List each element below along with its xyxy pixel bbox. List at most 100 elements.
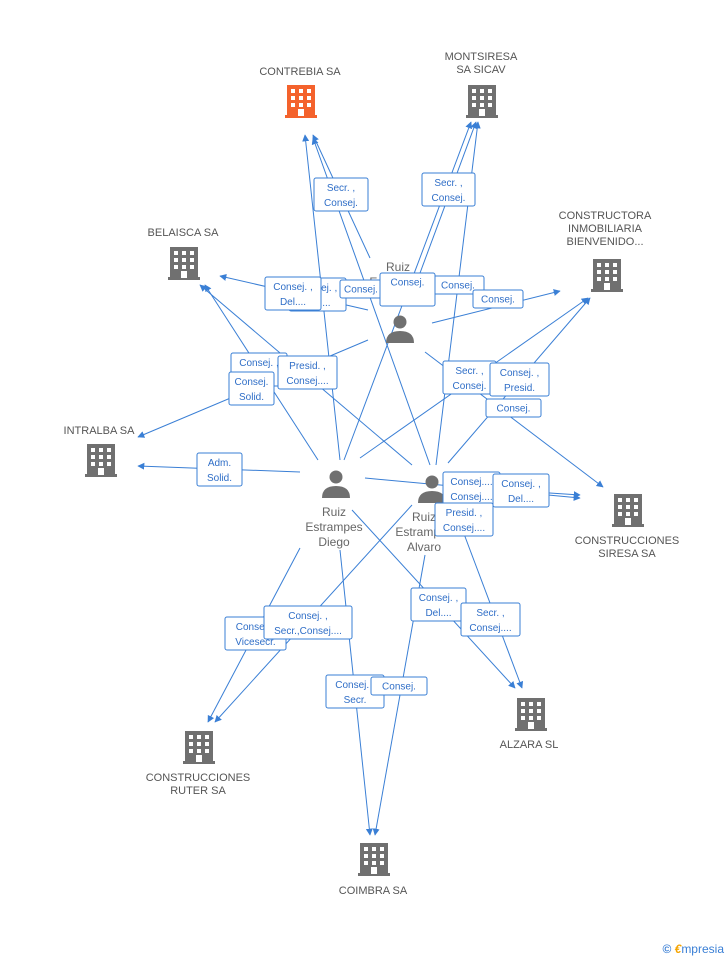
relation-role-text: Secr.,Consej.... <box>274 626 342 637</box>
relation-role-text: Secr. , <box>455 366 483 377</box>
relation-label-box <box>264 276 322 311</box>
brand-name: mpresia <box>681 942 724 956</box>
company-name-coimbra: COIMBRA SA <box>339 885 408 897</box>
footer-brand: © €mpresia <box>662 942 724 956</box>
company-name-constructora: INMOBILIARIA <box>568 223 643 235</box>
relation-role-text: Consej. <box>453 381 487 392</box>
relation-label[interactable]: Consej. <box>472 289 524 309</box>
relation-label[interactable]: Consej. <box>485 398 542 418</box>
relation-role-text: Secr. , <box>476 608 504 619</box>
relation-label[interactable]: Consej. , Secr.,Consej.... <box>263 605 353 640</box>
relation-label[interactable]: Consej. , Del.... <box>264 276 322 311</box>
company-name-constructora: CONSTRUCTORA <box>559 210 652 222</box>
relation-role-text: Consej. <box>441 281 475 292</box>
company-node-contrebia[interactable]: CONTREBIA SA <box>259 66 341 118</box>
person-icon <box>386 315 414 343</box>
relation-label-box <box>485 398 542 418</box>
relation-role-text: Consej. <box>382 682 416 693</box>
relation-role-text: Solid. <box>239 392 264 403</box>
company-name-siresa: SIRESA SA <box>598 548 656 560</box>
relation-role-text: Consej. <box>324 198 358 209</box>
edge-alvaro-alzara <box>454 509 524 689</box>
relation-label-box <box>263 605 353 640</box>
building-icon <box>183 731 215 764</box>
relation-role-text: Consej.... <box>286 376 328 387</box>
relation-label[interactable]: Secr. ,Consej. <box>421 172 476 207</box>
relation-label[interactable]: Consej. , Del.... <box>410 587 467 622</box>
relation-role-text: Del.... <box>508 494 534 505</box>
relation-role-text: Consej.... <box>450 492 492 503</box>
relation-label[interactable]: Consej. <box>370 676 428 696</box>
relation-label[interactable]: Consej....Consej.... <box>442 471 501 506</box>
relation-role-text: Consej. <box>432 193 466 204</box>
relation-role-text: Consej. <box>344 285 378 296</box>
building-icon <box>612 494 644 527</box>
relation-role-text: Presid. , <box>289 361 326 372</box>
relation-role-text: Del.... <box>425 608 451 619</box>
relation-label-box <box>370 676 428 696</box>
relation-role-text: Consej. <box>235 377 269 388</box>
building-icon <box>591 259 623 292</box>
relation-label[interactable]: Presid. , Consej.... <box>277 355 338 390</box>
relation-role-text: Consej. <box>391 278 425 289</box>
person-name-p1: Ruiz <box>386 260 410 274</box>
relation-label-box <box>460 602 521 637</box>
relation-role-text: Vicesecr. <box>235 637 275 648</box>
company-name-ruter: RUTER SA <box>170 785 226 797</box>
relation-role-text: Consej.... <box>469 623 511 634</box>
relation-label-box <box>434 502 494 537</box>
relation-label-box <box>421 172 476 207</box>
company-name-siresa: CONSTRUCCIONES <box>575 535 680 547</box>
building-icon <box>85 444 117 477</box>
relation-role-text: Consej. , <box>273 282 312 293</box>
relation-label[interactable]: Adm. Solid. <box>196 452 243 487</box>
relation-label-box <box>472 289 524 309</box>
building-icon <box>466 85 498 118</box>
relation-label-box <box>277 355 338 390</box>
company-node-coimbra[interactable]: COIMBRA SA <box>339 843 408 897</box>
relation-label[interactable]: Consej. , Del.... <box>492 473 550 508</box>
relation-role-text: Adm. <box>208 458 231 469</box>
company-node-belaisca[interactable]: BELAISCA SA <box>148 227 220 280</box>
relation-role-text: Solid. <box>207 473 232 484</box>
relation-role-text: Consej. , <box>419 593 458 604</box>
company-node-alzara[interactable]: ALZARA SL <box>500 698 559 751</box>
relation-label[interactable]: Consej. <box>379 272 436 307</box>
relation-role-text: Consej. , <box>500 368 539 379</box>
relation-label[interactable]: Presid. ,Consej.... <box>434 502 494 537</box>
relation-label[interactable]: Consej. Solid. <box>228 371 275 406</box>
relation-label[interactable]: Secr. , Consej. <box>313 177 369 212</box>
copyright-symbol: © <box>662 942 672 956</box>
relation-label[interactable]: Secr. , Consej.... <box>460 602 521 637</box>
relation-label-box <box>492 473 550 508</box>
building-icon <box>515 698 547 731</box>
person-name-diego: Diego <box>318 535 350 549</box>
company-name-constructora: BIENVENIDO... <box>566 236 643 248</box>
relation-role-text: Consej. , <box>501 479 540 490</box>
relation-role-text: Secr. , <box>327 183 355 194</box>
relation-label[interactable]: Secr. , Consej. <box>442 360 497 395</box>
relation-role-text: Del.... <box>280 297 306 308</box>
person-name-diego: Ruiz <box>322 505 346 519</box>
company-node-constructora[interactable]: CONSTRUCTORAINMOBILIARIABIENVENIDO... <box>559 210 652 292</box>
relation-label-box <box>313 177 369 212</box>
relation-label[interactable]: Consej. <box>339 279 383 299</box>
company-name-intralba: INTRALBA SA <box>64 425 136 437</box>
company-node-intralba[interactable]: INTRALBA SA <box>64 425 136 477</box>
relation-role-text: Consej. , <box>236 622 275 633</box>
company-name-montsiresa: SA SICAV <box>456 64 506 76</box>
building-icon <box>358 843 390 876</box>
relation-role-text: Presid. <box>504 383 535 394</box>
relation-label[interactable]: Consej. , Presid. <box>489 362 550 397</box>
relation-role-text: Consej. <box>497 404 531 415</box>
relation-role-text: Consej. , <box>288 611 327 622</box>
company-name-ruter: CONSTRUCCIONES <box>146 772 251 784</box>
relation-label-box <box>489 362 550 397</box>
relation-role-text: Consej. <box>481 295 515 306</box>
relation-label-box <box>379 272 436 307</box>
person-icon <box>322 470 350 498</box>
